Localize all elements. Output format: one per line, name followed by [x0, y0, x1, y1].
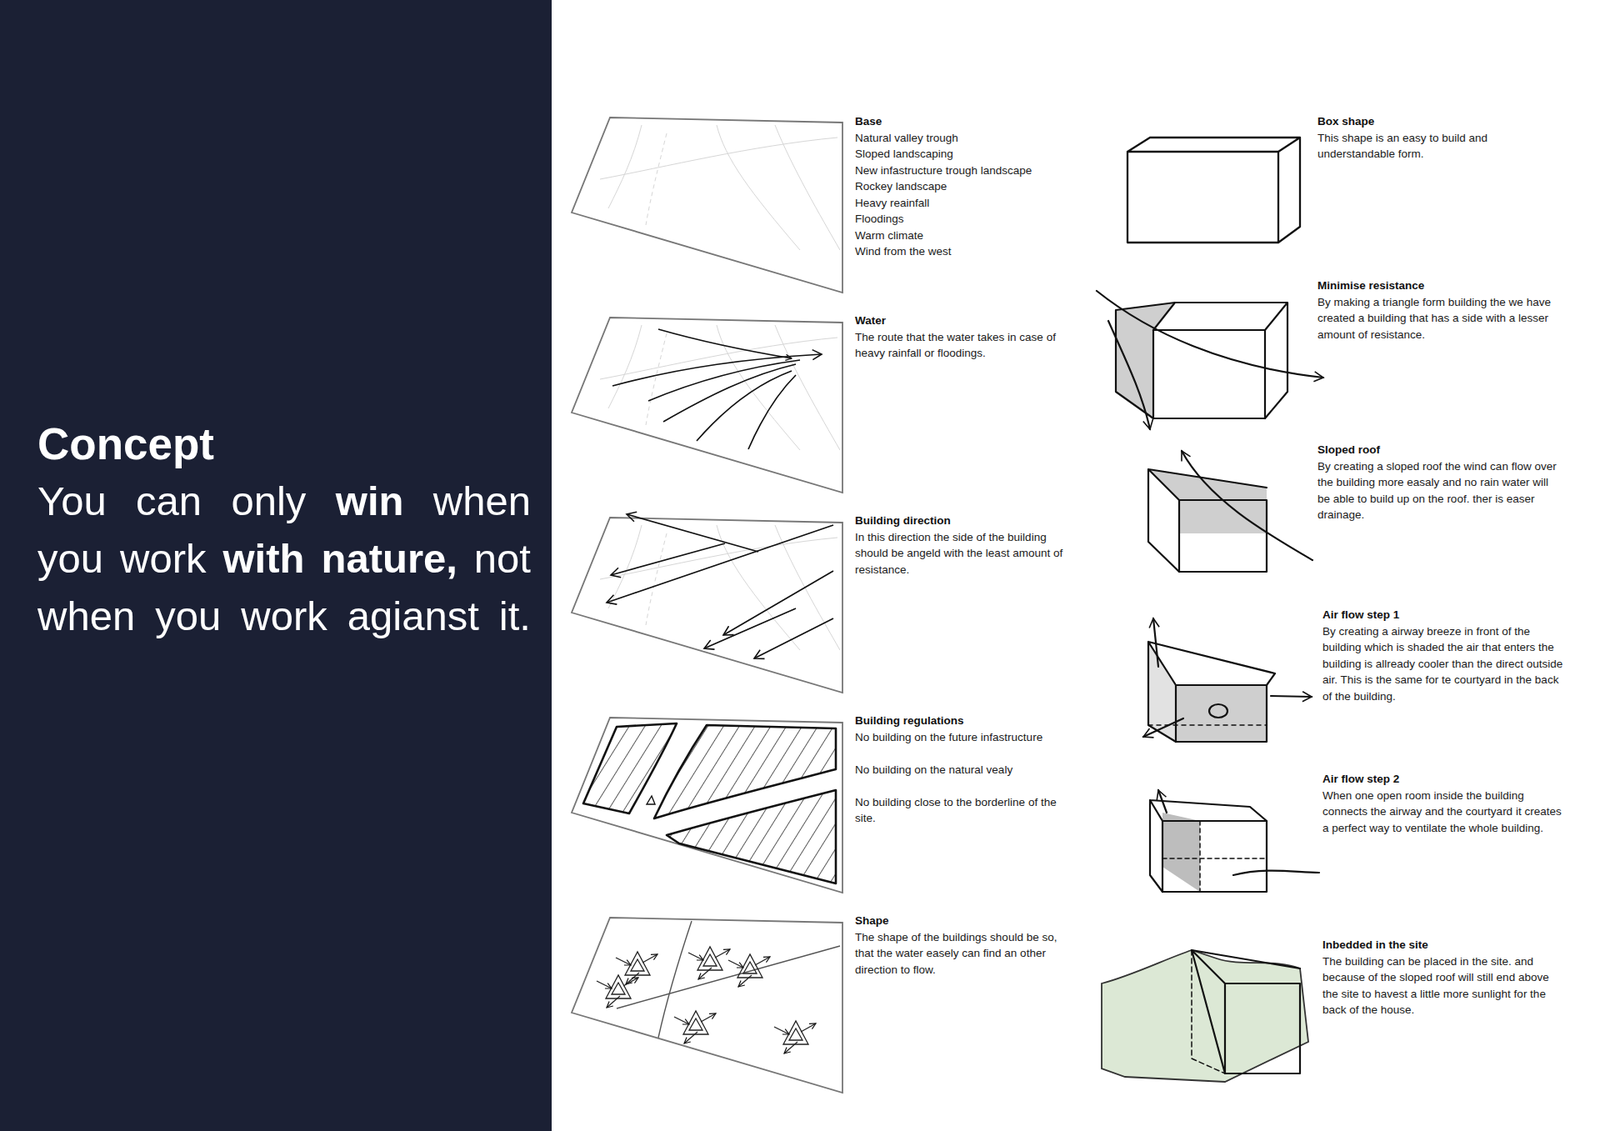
airflow-1-sketch: [1143, 618, 1312, 742]
airflow-2-sketch: [1150, 790, 1320, 892]
site-shape-sketch: [571, 917, 843, 1093]
step-text: No building on the future infastructure: [855, 729, 1079, 746]
site-base-sketch: [571, 117, 843, 293]
box-sketch: [1127, 137, 1300, 243]
step-text: By making a triangle form building the w…: [1317, 294, 1561, 344]
step-heading: Air flow step 2: [1322, 770, 1566, 788]
step-heading: Sloped roof: [1317, 441, 1561, 459]
step-heading: Minimise resistance: [1317, 277, 1561, 295]
embedded-sketch: [1101, 950, 1309, 1082]
step-heading: Building direction: [855, 512, 1074, 530]
step-heading: Box shape: [1317, 113, 1561, 130]
step-text: Heavy reainfall: [855, 195, 1079, 212]
step-text: No building on the natural vealy: [855, 761, 1079, 779]
step-text: The building can be placed in the site. …: [1322, 953, 1566, 1019]
text-block: Sloped roofBy creating a sloped roof the…: [1317, 441, 1561, 524]
step-heading: Air flow step 1: [1322, 606, 1566, 624]
step-text: The shape of the buildings should be so,…: [855, 929, 1074, 979]
site-regulations-sketch: [571, 717, 843, 893]
slogan-text: You can only: [37, 478, 306, 524]
emphasis-text: win: [335, 478, 405, 524]
step-text: This shape is an easy to build and under…: [1317, 130, 1561, 163]
step-heading: Inbedded in the site: [1322, 936, 1566, 954]
sloped-roof-sketch: [1148, 450, 1313, 572]
step-text: By creating a airway breeze in front of …: [1322, 623, 1566, 705]
step-text: Floodings: [855, 210, 1079, 228]
step-heading: Shape: [855, 912, 1074, 930]
concept-slogan: You can only win when you work with natu…: [37, 472, 531, 645]
step-heading: Base: [855, 113, 1079, 130]
emphasis-text: with nature,: [222, 535, 457, 581]
concept-panel: ConceptYou can only win when you work wi…: [0, 0, 552, 1131]
text-block: Box shapeThis shape is an easy to build …: [1317, 113, 1561, 163]
step-text: No building close to the borderline of t…: [855, 794, 1079, 827]
step-heading: Water: [855, 312, 1079, 330]
text-block: Air flow step 1By creating a airway bree…: [1322, 606, 1566, 705]
text-block: Building directionIn this direction the …: [855, 512, 1074, 578]
text-block: Building regulationsNo building on the f…: [855, 712, 1079, 827]
site-water-sketch: [571, 317, 843, 493]
step-text: When one open room inside the building c…: [1322, 787, 1566, 837]
step-text: By creating a sloped roof the wind can f…: [1317, 458, 1561, 524]
step-text: In this direction the side of the buildi…: [855, 529, 1074, 579]
text-block: ShapeThe shape of the buildings should b…: [855, 912, 1074, 978]
step-text: Warm climate: [855, 227, 1079, 245]
concept-heading: Concept: [37, 417, 215, 471]
text-block: Inbedded in the siteThe building can be …: [1322, 936, 1566, 1019]
step-text: The route that the water takes in case o…: [855, 329, 1079, 362]
text-block: Air flow step 2When one open room inside…: [1322, 770, 1566, 836]
step-text: New infastructure trough landscape: [855, 162, 1079, 180]
step-text: Sloped landscaping: [855, 145, 1079, 163]
text-block: Minimise resistanceBy making a triangle …: [1317, 277, 1561, 343]
step-text: Natural valley trough: [855, 130, 1079, 147]
text-block: WaterThe route that the water takes in c…: [855, 312, 1079, 362]
step-text: Wind from the west: [855, 243, 1079, 260]
step-heading: Building regulations: [855, 712, 1079, 730]
resistance-sketch: [1096, 290, 1324, 430]
text-block: BaseNatural valley troughSloped landscap…: [855, 113, 1079, 260]
site-direction-sketch: [571, 514, 843, 693]
step-text: Rockey landscape: [855, 178, 1079, 195]
